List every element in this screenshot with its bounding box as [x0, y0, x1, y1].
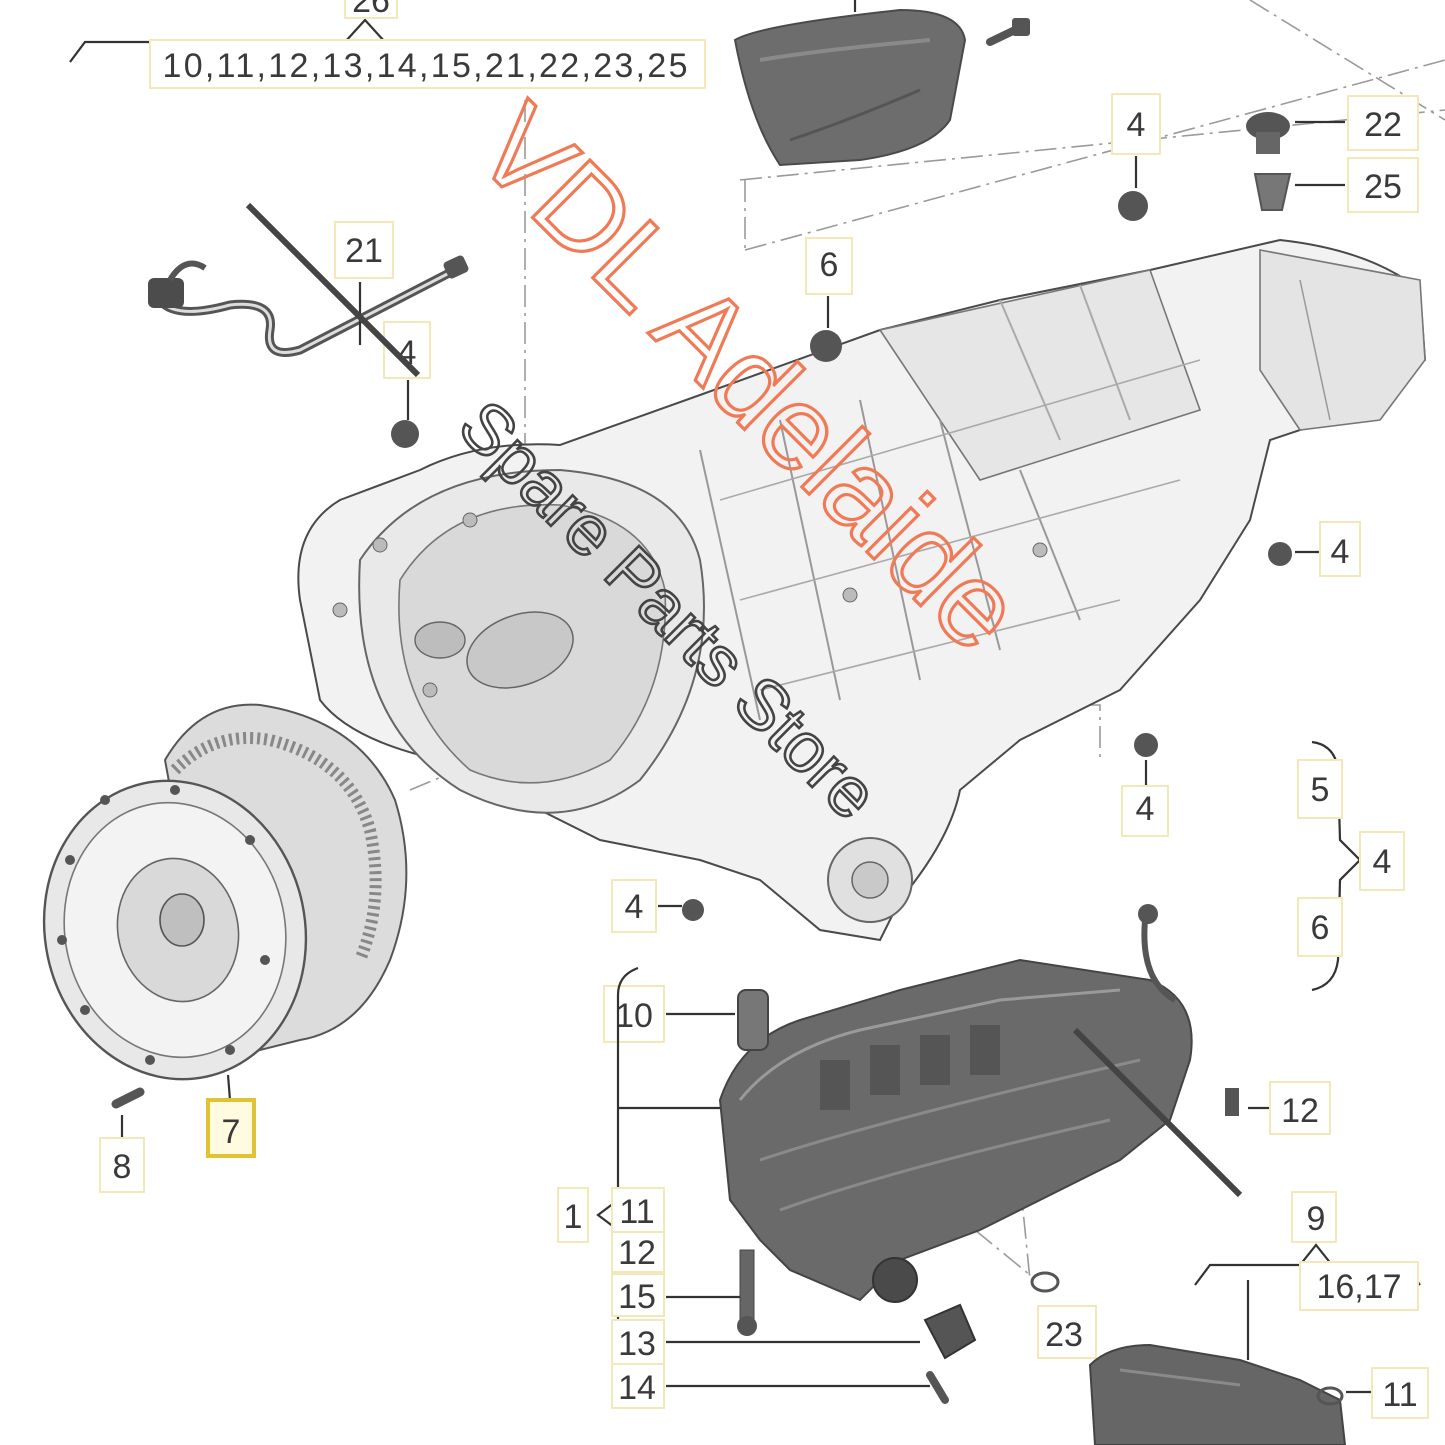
callout-4c-group: 4: [1268, 521, 1361, 577]
nut-icon: [1118, 191, 1148, 221]
callout-4f: 4: [1373, 843, 1392, 881]
callout-4e-group: 4: [611, 879, 704, 933]
callout-11b-group: 11: [1316, 1367, 1429, 1419]
callout-10-group: 10: [603, 985, 769, 1051]
nut-icon: [682, 899, 704, 921]
callout-21-group: 21: [334, 221, 394, 345]
bracket-1: 1 11 12 15 13 14: [557, 966, 930, 1409]
callout-4a-group: 4: [383, 321, 431, 448]
sleeve-icon: [923, 1303, 977, 1360]
callout-7-group: 7: [206, 1074, 256, 1158]
long-bolt-icon: [737, 1249, 757, 1336]
callout-12-group: 12: [1225, 1081, 1331, 1135]
callout-6b: 6: [1311, 909, 1330, 947]
callout-22-group: 22: [1246, 95, 1419, 154]
callout-8: 8: [113, 1148, 132, 1186]
callout-15: 15: [618, 1278, 656, 1316]
callout-26: 26: [352, 0, 390, 20]
seal-icon: [1253, 173, 1292, 211]
callout-6-group: 6: [805, 237, 853, 362]
callout-4b: 4: [1127, 106, 1146, 144]
callout-11: 11: [619, 1193, 654, 1231]
callout-21: 21: [345, 232, 383, 270]
nut-icon: [1134, 733, 1158, 757]
callout-4d-group: 4: [1121, 733, 1169, 837]
callout-11b: 11: [1382, 1376, 1417, 1414]
callout-13: 13: [618, 1325, 656, 1363]
callout-4c: 4: [1331, 533, 1350, 571]
o-ring-icon: [1316, 1386, 1344, 1406]
bolt-icon: [1225, 1088, 1239, 1116]
callout-25: 25: [1364, 168, 1402, 206]
callout-9: 9: [1307, 1200, 1326, 1238]
o-ring-icon: [1030, 1271, 1060, 1293]
callout-4b-group: 4: [1111, 93, 1161, 221]
plug-icon: [810, 330, 842, 362]
small-bolt-icon: [926, 1371, 949, 1404]
nut-icon: [1268, 542, 1292, 566]
callout-12: 12: [1281, 1092, 1319, 1130]
callout-10: 10: [615, 997, 653, 1035]
callout-4e: 4: [625, 888, 644, 926]
bracket-5-6: 5 4 6: [1297, 740, 1405, 992]
top-group-bracket: 26 10,11,12,13,14,15,21,22,23,25: [69, 0, 706, 89]
callout-23: 23: [1045, 1316, 1083, 1354]
callout-12b: 12: [618, 1234, 656, 1272]
bolt-icon: [111, 1087, 145, 1109]
callout-7: 7: [222, 1113, 241, 1151]
bracket-9: 9 16,17: [1194, 1191, 1421, 1360]
torque-converter: [42, 703, 408, 1081]
heat-shield: [733, 0, 967, 167]
callout-6: 6: [820, 246, 839, 284]
bolt-icon: [986, 18, 1030, 46]
mechatronic-valve-body: [718, 904, 1193, 1303]
callout-top-group: 10,11,12,13,14,15,21,22,23,25: [163, 47, 688, 85]
callout-1: 1: [564, 1198, 583, 1236]
selector-actuator: [1088, 1343, 1347, 1445]
transmission-housing: [297, 238, 1427, 942]
watermark-slash-bottom: [1072, 1027, 1243, 1198]
callout-22: 22: [1364, 106, 1402, 144]
callout-16-17: 16,17: [1316, 1268, 1401, 1306]
nut-icon: [391, 420, 419, 448]
breather-pipe: [148, 255, 469, 357]
callout-4d: 4: [1136, 790, 1155, 828]
callout-14: 14: [618, 1369, 656, 1407]
callout-8-group: 8: [99, 1087, 145, 1193]
filter-icon: [737, 989, 769, 1051]
callout-25-group: 25: [1253, 157, 1419, 213]
callout-23-group: 23: [1030, 1271, 1097, 1359]
callout-5: 5: [1311, 771, 1330, 809]
watermark-slash-top: [245, 202, 421, 378]
